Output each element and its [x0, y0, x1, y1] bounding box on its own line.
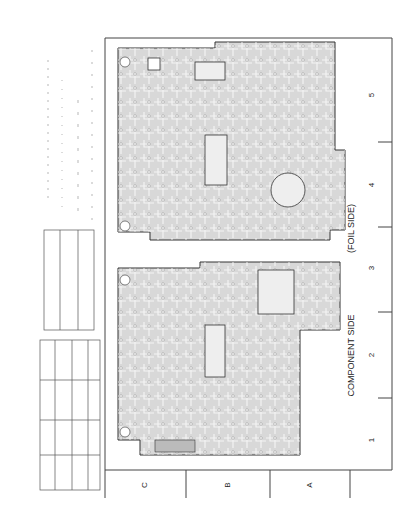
- grid-number: 5: [368, 93, 376, 97]
- grid-letter: A: [306, 482, 314, 487]
- side-label: (FOIL SIDE): [347, 203, 356, 252]
- grid-letter: B: [224, 482, 232, 487]
- grid-letter: C: [141, 482, 149, 488]
- grid-number: 4: [368, 183, 376, 187]
- grid-number: 3: [368, 266, 376, 270]
- grid-number: 2: [368, 353, 376, 357]
- grid-number: 1: [368, 438, 376, 442]
- side-label: COMPONENT SIDE: [348, 314, 357, 396]
